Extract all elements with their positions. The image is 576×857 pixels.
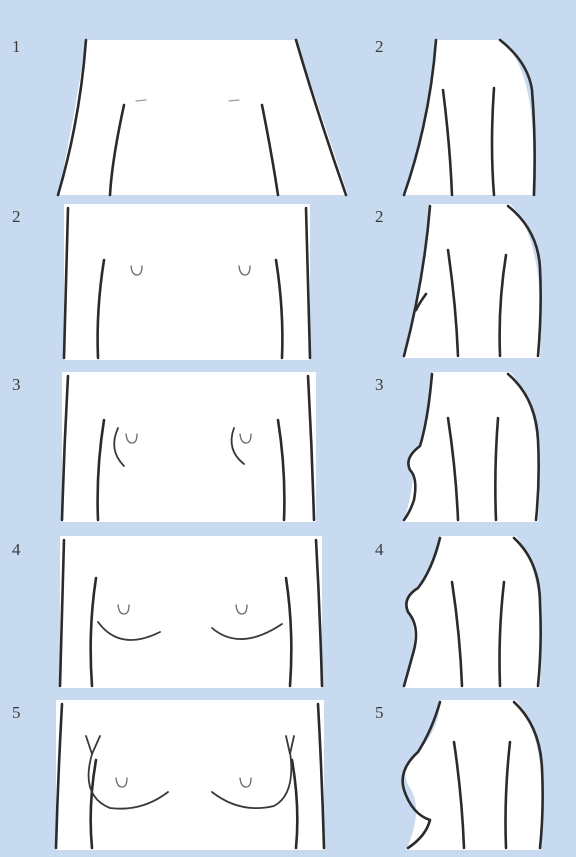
side-stage-label-5: 5 — [375, 703, 384, 722]
row-stage-4: 4 4 — [12, 536, 542, 688]
side-stage-label-4: 4 — [375, 540, 384, 559]
side-figure-3 — [404, 372, 539, 522]
side-figure-1 — [404, 40, 535, 195]
front-stage-label-1: 1 — [12, 37, 21, 56]
side-figure-4 — [404, 536, 542, 688]
row-stage-1: 1 2 — [12, 37, 535, 195]
front-stage-label-2: 2 — [12, 207, 21, 226]
front-figure-5 — [56, 700, 324, 850]
row-stage-2: 2 2 — [12, 204, 541, 360]
front-stage-label-4: 4 — [12, 540, 21, 559]
front-figure-2 — [64, 204, 310, 360]
front-stage-label-3: 3 — [12, 375, 21, 394]
side-stage-label-1: 2 — [375, 37, 384, 56]
side-stage-label-2: 2 — [375, 207, 384, 226]
front-figure-3 — [62, 372, 316, 522]
front-figure-4 — [60, 536, 322, 688]
row-stage-5: 5 5 — [12, 700, 543, 850]
side-figure-2 — [404, 204, 541, 358]
row-stage-3: 3 3 — [12, 372, 539, 522]
side-stage-label-3: 3 — [375, 375, 384, 394]
side-figure-5 — [403, 700, 543, 850]
front-stage-label-5: 5 — [12, 703, 21, 722]
front-figure-1 — [58, 40, 348, 195]
